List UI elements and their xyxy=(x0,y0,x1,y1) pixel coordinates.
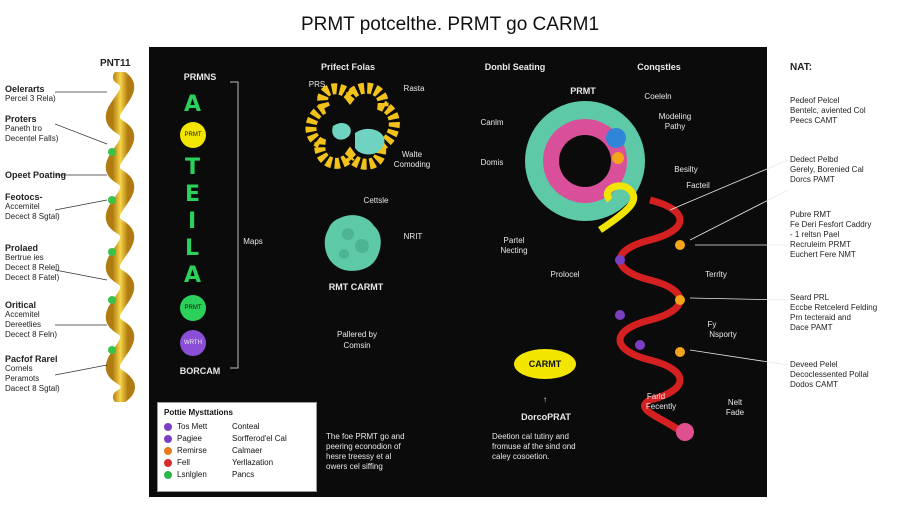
col4-label-1: Coeleln xyxy=(644,92,672,101)
legend-dot xyxy=(164,471,172,479)
left-leader-lines xyxy=(55,91,108,376)
letter-l: L xyxy=(185,236,200,261)
col4-label-8: Nelt xyxy=(727,398,743,407)
col3-left-label-3b: Necting xyxy=(500,246,528,255)
blob-top-label: Cettsle xyxy=(363,196,389,205)
gold-helix xyxy=(105,72,135,402)
col3-bottom-left-label: Prolocel xyxy=(550,270,580,279)
helix-label: PNT11 xyxy=(100,58,131,69)
col1-bottom-label: BORCAM xyxy=(179,366,221,376)
left-label-6: Oritical Accemitel Dereetlies Decect 8 F… xyxy=(5,300,58,339)
left-label-2: Proters Paneth tro Decentel Falls) xyxy=(5,114,59,143)
blob-label: RMT CARMT xyxy=(328,282,384,292)
col4-label-3: Besilty xyxy=(674,165,698,174)
col4-label-7: Farld xyxy=(646,392,666,401)
letter-e: E xyxy=(185,182,201,207)
letter-a2: A xyxy=(184,263,202,288)
left-label-5: Prolaed Bertrue ies Decect 8 Relel) Dece… xyxy=(5,243,60,282)
left-label-3: Opeet Poating xyxy=(5,170,67,180)
col3-paragraph: Deetion cal tutiny and fromuse af the si… xyxy=(492,432,576,461)
col3-left-label-3: Partel xyxy=(503,236,525,245)
purple-circle: WRTH xyxy=(180,330,206,356)
col4-label-4: Facteil xyxy=(686,181,710,190)
col2-top-left-label: PRS xyxy=(308,80,326,89)
teal-blob xyxy=(324,215,381,271)
col4-label-2b: Pathy xyxy=(664,122,686,131)
carmt-arrow: ↑ xyxy=(543,395,547,404)
col3-left-label-2: Domis xyxy=(480,158,504,167)
letter-a1: A xyxy=(184,92,202,117)
col4-label-6b: Nsporty xyxy=(709,330,737,339)
col3-left-label-1: Canlm xyxy=(480,118,504,127)
left-label-7: Pacfof Rarel Cornels Peramots Dacect 8 S… xyxy=(5,354,60,393)
col2-mid-right-label-2: Comoding xyxy=(393,160,431,169)
col2-top-right-label: Rasta xyxy=(403,84,425,93)
col2-title: Prifect Folas xyxy=(320,62,376,72)
letter-i: I xyxy=(188,209,197,234)
left-label-4: Feotocs- Accemitel Decect 8 Sgtal) xyxy=(5,192,60,221)
col2-below-label-1: Pallered by xyxy=(336,330,378,339)
green-circle: PRMT xyxy=(180,295,206,321)
legend-title: Pottie Mysttations xyxy=(164,408,233,417)
bracket-label: Maps xyxy=(243,237,263,246)
red-helix xyxy=(598,182,694,441)
col4-label-5: Terrlty xyxy=(705,270,727,279)
col4-label-8b: Fade xyxy=(725,408,745,417)
legend-dot xyxy=(164,447,172,455)
legend-dot xyxy=(164,423,172,431)
blob-right-label: NRIT xyxy=(403,232,423,241)
yellow-circle: PRMT xyxy=(180,122,206,148)
donut-ring xyxy=(525,101,645,221)
ring-label: PRMT xyxy=(570,86,596,96)
col4-label-6: Fy xyxy=(707,320,717,329)
col2-mid-right-label-1: Walte xyxy=(401,150,423,159)
protein-ring xyxy=(305,82,400,170)
col1-bracket xyxy=(230,81,239,369)
carmt-pill: CARMT xyxy=(514,349,576,379)
legend-dot xyxy=(164,435,172,443)
col1-top-label: PRMNS xyxy=(183,72,217,82)
legend-dot xyxy=(164,459,172,467)
col4-label-2: Modeling xyxy=(658,112,692,121)
col4-title: Conqstles xyxy=(637,62,681,72)
col4-label-7b: Fecently xyxy=(645,402,677,411)
col2-below-label-2: Comsin xyxy=(343,341,371,350)
letter-t: T xyxy=(185,155,201,180)
right-head: NAT: xyxy=(790,62,813,73)
col2-paragraph: The foe PRMT go and peering econodion of… xyxy=(326,432,405,471)
page-title: PRMT potcelthe. PRMT go CARM1 xyxy=(300,14,600,35)
carmt-label: DorcoPRAT xyxy=(521,412,571,422)
col3-title: Donbl Seating xyxy=(484,62,546,72)
left-label-1: Oelerarts Percel 3 Rela) xyxy=(5,84,56,103)
right-leader-lines xyxy=(669,159,789,366)
